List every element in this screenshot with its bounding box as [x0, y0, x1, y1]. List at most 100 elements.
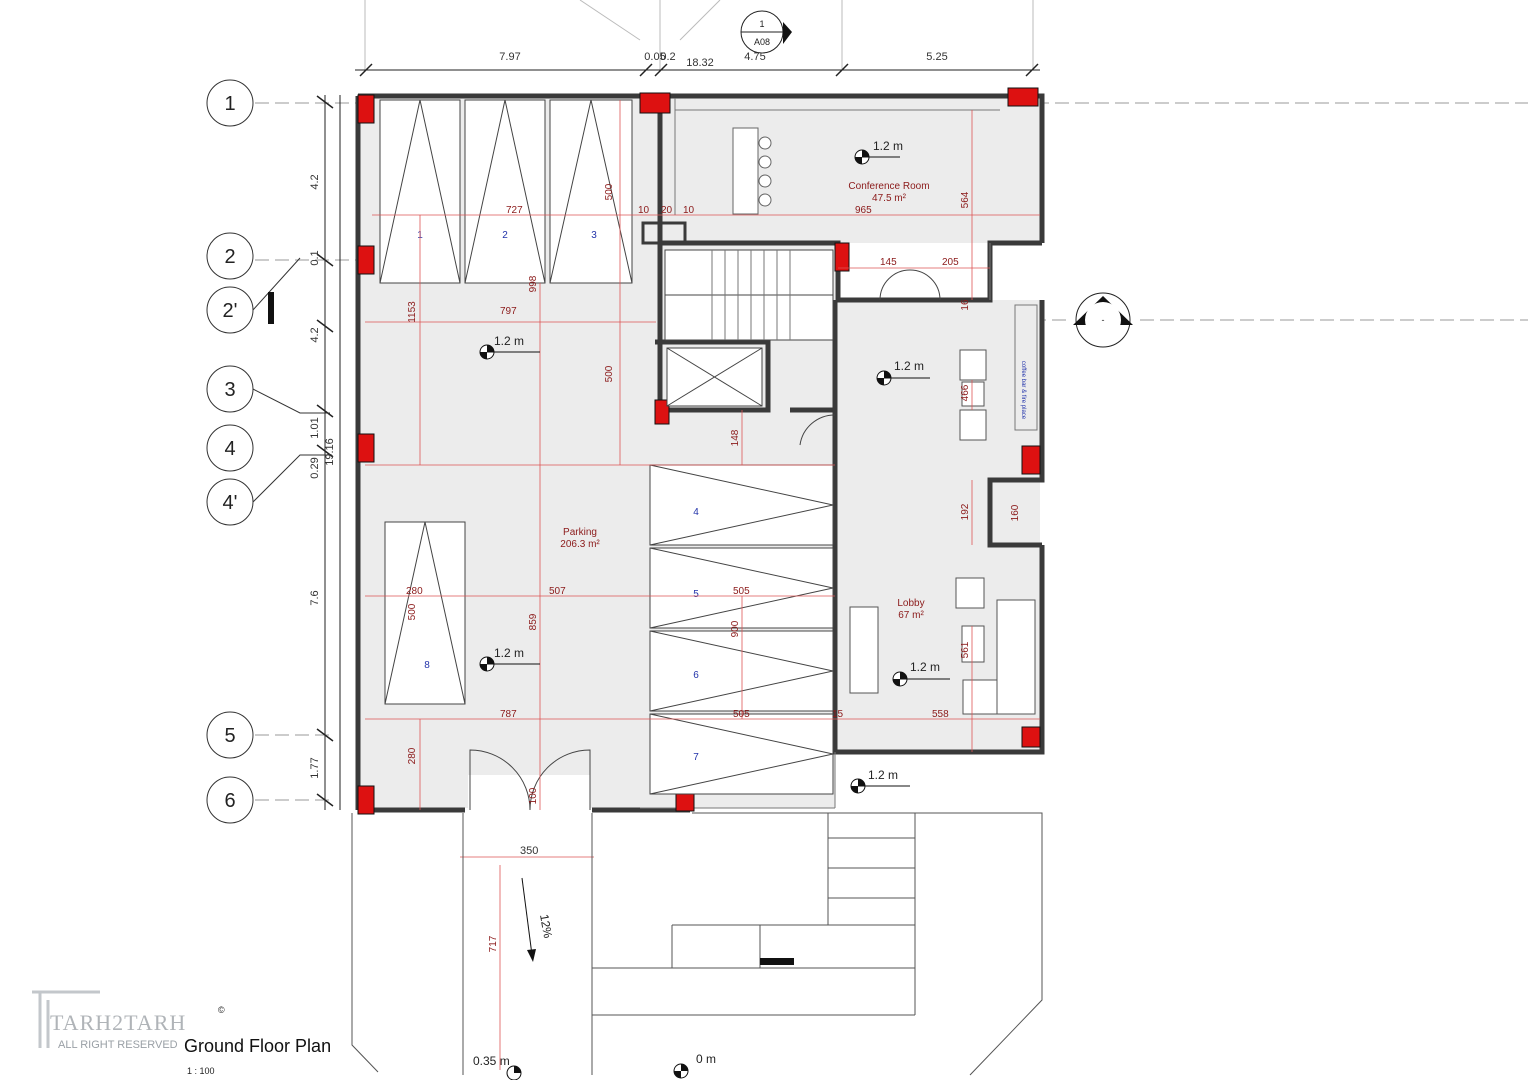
- left-dim-5: 19.16: [324, 438, 336, 466]
- grid-label-6: 6: [224, 790, 235, 812]
- dim-r: 160: [1010, 504, 1021, 521]
- dim-h: 998: [528, 275, 539, 292]
- dim-u: 505: [733, 586, 750, 597]
- level-2: 1.2 m: [494, 334, 524, 348]
- dim-t: 507: [549, 586, 566, 597]
- top-dimension-line: 7.97 0.05 0.2 18.32 4.75 5.25: [355, 51, 1040, 77]
- elevation-label: -: [1102, 315, 1105, 325]
- dim-k: 145: [880, 257, 897, 268]
- lobby-furniture: [849, 349, 1036, 715]
- section-marker: 1 A08: [740, 10, 792, 54]
- parking-stalls-top: [379, 99, 633, 284]
- watermark-tagline: ALL RIGHT RESERVED: [58, 1039, 178, 1051]
- left-dim-8: 1.77: [309, 757, 321, 778]
- dim-o: 466: [960, 384, 971, 401]
- dim-v: 500: [407, 603, 418, 620]
- dim-af: 350: [520, 845, 538, 857]
- parking-name: Parking: [563, 527, 597, 538]
- conference-table: [732, 127, 772, 215]
- dim-p: 148: [730, 429, 741, 446]
- dim-q: 192: [960, 503, 971, 520]
- stall-2: 2: [502, 230, 508, 241]
- grid-label-4: 4: [224, 438, 235, 460]
- inner-dimension-lines: [365, 100, 1040, 1070]
- stall-3: 3: [591, 230, 597, 241]
- grid-label-2: 2: [224, 246, 235, 268]
- left-dim-3: 4.2: [309, 327, 321, 342]
- entrance-doors: [468, 269, 941, 813]
- walls: [355, 93, 1045, 813]
- top-dim-5: 4.75: [744, 51, 765, 63]
- grid-label-5: 5: [224, 725, 235, 747]
- grid-bubbles: [206, 79, 254, 824]
- dim-s: 280: [406, 586, 423, 597]
- left-dimension-line: 4.2 0.1 4.2 1.01 19.16 0.29 7.6 1.77: [309, 95, 341, 810]
- level-markers: 1.2 m 1.2 m 1.2 m 1.2 m 1.2 m 1.2 m 0.35…: [473, 139, 950, 1080]
- drawing-title: Ground Floor Plan: [184, 1036, 331, 1056]
- dim-ab: 15: [832, 709, 844, 720]
- dim-b: 10: [638, 205, 650, 216]
- parking-area: 206.3 m²: [560, 539, 600, 550]
- top-dim-1: 7.97: [499, 51, 520, 63]
- top-dim-3: 0.2: [660, 51, 675, 63]
- watermark-brand: TARH2TARH: [50, 1010, 186, 1035]
- conference-room-name: Conference Room: [848, 181, 929, 192]
- top-dim-4: 18.32: [686, 57, 714, 69]
- stall-7: 7: [693, 752, 699, 763]
- grid-label-2p: 2': [223, 300, 238, 322]
- left-dim-6: 0.29: [309, 457, 321, 478]
- dim-d: 10: [683, 205, 695, 216]
- dim-j: 797: [500, 306, 517, 317]
- stall-5: 5: [693, 589, 699, 600]
- dim-l: 205: [942, 257, 959, 268]
- dim-aa: 505: [733, 709, 750, 720]
- watermark-copyright: ©: [218, 1005, 225, 1015]
- elevation-marker: -: [1073, 292, 1133, 348]
- conference-room-area: 47.5 m²: [872, 193, 907, 204]
- section-number: 1: [759, 19, 764, 29]
- top-dim-6: 5.25: [926, 51, 947, 63]
- grid-label-4p: 4': [223, 492, 238, 514]
- ramp-slope: 12%: [537, 913, 555, 939]
- lobby-area: 67 m²: [898, 610, 924, 621]
- left-dim-4: 1.01: [309, 417, 321, 438]
- grid-label-1: 1: [224, 93, 235, 115]
- parking-stalls-right: [649, 464, 834, 795]
- level-1: 1.2 m: [873, 139, 903, 153]
- section-sheet: A08: [754, 37, 770, 47]
- level-3: 1.2 m: [894, 359, 924, 373]
- dim-i: 1153: [407, 301, 418, 323]
- dim-f: 564: [960, 191, 971, 208]
- level-5: 1.2 m: [910, 660, 940, 674]
- level-8: 0.35 m: [473, 1054, 510, 1068]
- dim-ag: 717: [488, 935, 499, 952]
- columns: [357, 87, 1041, 815]
- grid-label-3: 3: [224, 379, 235, 401]
- stall-6: 6: [693, 670, 699, 681]
- watermark-logo: TARH2TARH © ALL RIGHT RESERVED: [32, 990, 225, 1051]
- dim-c: 20: [661, 205, 673, 216]
- dim-y: 561: [960, 641, 971, 658]
- cabinet-note: coffee bar & fire place: [1020, 361, 1026, 420]
- left-dim-2: 0.1: [309, 250, 321, 265]
- dim-ac: 558: [932, 709, 949, 720]
- parking-stall-8: [384, 521, 466, 705]
- level-4: 1.2 m: [494, 646, 524, 660]
- dim-e: 965: [855, 205, 872, 216]
- dim-n: 500: [604, 365, 615, 382]
- drawing-scale: 1 : 100: [187, 1066, 215, 1076]
- dim-ad: 280: [407, 747, 418, 764]
- level-6: 1.2 m: [868, 768, 898, 782]
- lobby-name: Lobby: [897, 598, 924, 609]
- elevator: [666, 347, 763, 407]
- stall-8: 8: [424, 660, 430, 671]
- dim-g: 500: [604, 183, 615, 200]
- dim-a: 727: [506, 205, 523, 216]
- dim-ae: 100: [528, 787, 539, 804]
- left-dim-1: 4.2: [309, 174, 321, 189]
- dim-x: 900: [730, 620, 741, 637]
- staircase: [664, 249, 834, 341]
- dim-z: 787: [500, 709, 517, 720]
- ramp-area: [351, 812, 1043, 1076]
